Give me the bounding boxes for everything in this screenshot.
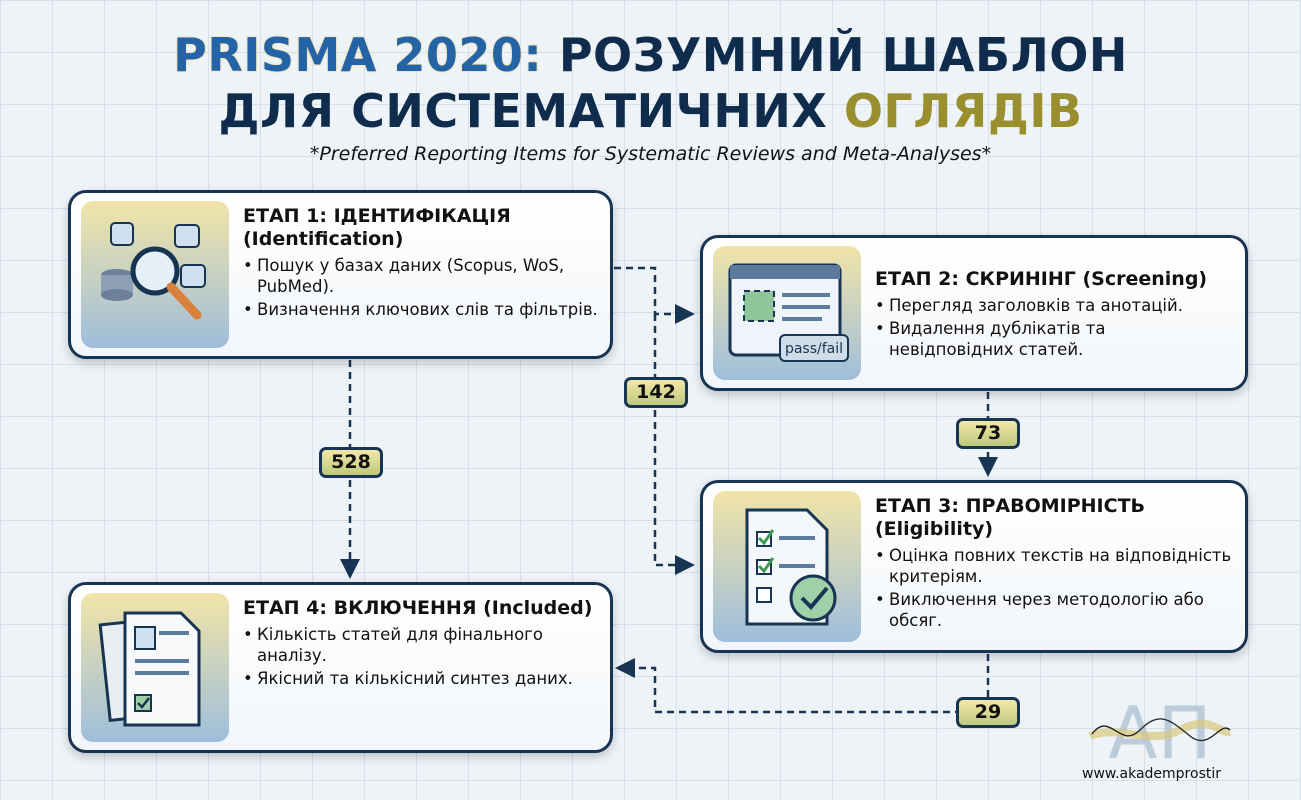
database-search-icon — [81, 201, 229, 348]
browser-screening-icon: pass/fail — [713, 246, 861, 380]
stage-bullet: Оцінка повних текстів на відповідність к… — [875, 545, 1235, 587]
stage-bullet: Визначення ключових слів та фільтрів. — [243, 299, 600, 320]
documents-icon — [81, 593, 229, 742]
count-badge-29: 29 — [956, 697, 1020, 728]
stage-card-screening: pass/fail ЕТАП 2: СКРИНІНГ (Screening) П… — [700, 235, 1248, 391]
count-badge-73: 73 — [956, 418, 1020, 449]
stage-heading: ЕТАП 4: ВКЛЮЧЕННЯ (Included) — [243, 597, 593, 619]
connector-3-4 — [615, 654, 990, 714]
stage-bullet: Перегляд заголовків та анотацій. — [875, 295, 1235, 316]
website-url: www.akademprostir — [1082, 766, 1222, 782]
count-badge-528: 528 — [319, 447, 383, 478]
connector-1-2 — [614, 266, 695, 324]
stage-card-identification: ЕТАП 1: ІДЕНТИФІКАЦІЯ (Identification) П… — [68, 190, 613, 359]
count-badge-142: 142 — [624, 377, 688, 408]
stage-bullet: Видалення дублікатів та невідповідних ст… — [875, 318, 1235, 360]
connector-1-3 — [653, 314, 695, 575]
subtitle: *Preferred Reporting Items for Systemati… — [309, 143, 992, 165]
title-line-2: ДЛЯ СИСТЕМАТИЧНИХ ОГЛЯДІВ — [218, 84, 1083, 138]
stage-bullet: Пошук у базах даних (Scopus, WoS, PubMed… — [243, 255, 600, 297]
stage-bullet: Якісний та кількісний синтез даних. — [243, 668, 600, 689]
stage-heading: ЕТАП 3: ПРАВОМІРНІСТЬ (Eligibility) — [875, 495, 1146, 540]
title-line-1: PRISMA 2020: РОЗУМНИЙ ШАБЛОН — [173, 28, 1128, 82]
checklist-icon — [713, 491, 861, 642]
stage-bullet: Кількість статей для фінального аналізу. — [243, 624, 600, 666]
stage-heading: ЕТАП 2: СКРИНІНГ (Screening) — [875, 268, 1208, 290]
stage-bullet: Виключення через методологію або обсяг. — [875, 589, 1235, 631]
stage-card-included: ЕТАП 4: ВКЛЮЧЕННЯ (Included) Кількість с… — [68, 582, 613, 753]
stage-heading: ЕТАП 1: ІДЕНТИФІКАЦІЯ (Identification) — [243, 205, 511, 250]
stage-card-eligibility: ЕТАП 3: ПРАВОМІРНІСТЬ (Eligibility) Оцін… — [700, 480, 1248, 653]
pass-fail-label: pass/fail — [785, 341, 843, 357]
akademspace-logo: АП — [1088, 691, 1231, 770]
